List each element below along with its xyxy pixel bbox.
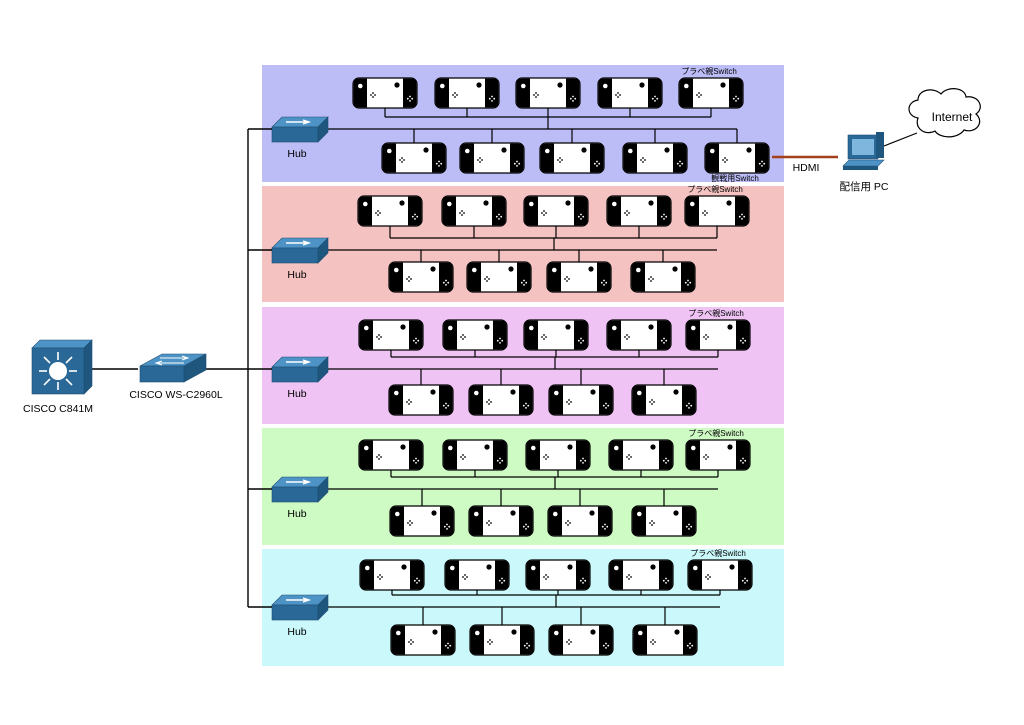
parent-switch-label: プラベ親Switch (688, 428, 744, 438)
hub-icon[interactable] (271, 594, 329, 621)
switch-console[interactable] (606, 319, 672, 351)
switch-console[interactable] (597, 77, 663, 109)
hdmi-label: HDMI (793, 162, 820, 174)
switch-console[interactable] (442, 319, 508, 351)
cloud-label: Internet (932, 110, 973, 124)
internet-cloud: Internet (883, 88, 981, 147)
core-switch-label: CISCO WS-C2960L (129, 389, 223, 401)
switch-console[interactable] (546, 261, 612, 293)
streaming-pc[interactable]: 配信用 PC (839, 132, 889, 193)
switch-console[interactable] (523, 195, 589, 227)
switch-console[interactable] (678, 77, 744, 109)
switch-console[interactable] (684, 195, 750, 227)
switch-console[interactable] (704, 142, 770, 174)
cloud-icon (908, 88, 981, 138)
hub-label: Hub (287, 269, 306, 281)
section-4-wiring (328, 470, 719, 506)
switch-console[interactable] (622, 142, 688, 174)
hub-label: Hub (287, 508, 306, 520)
switch-console[interactable] (631, 505, 697, 537)
switch-console[interactable] (358, 439, 424, 471)
sections-layer: Hubプラベ親Switch観戦用SwitchHubプラベ親SwitchHubプラ… (262, 65, 784, 666)
switch-console[interactable] (468, 384, 534, 416)
core-switch[interactable]: CISCO WS-C2960L (129, 353, 223, 401)
switch-console[interactable] (388, 261, 454, 293)
hub-icon[interactable] (271, 237, 329, 264)
switch-console[interactable] (548, 384, 614, 416)
switch-console[interactable] (608, 559, 674, 591)
parent-switch-label: プラベ親Switch (690, 548, 746, 558)
switch-console[interactable] (515, 77, 581, 109)
hub-icon[interactable] (271, 116, 329, 143)
switch-console[interactable] (525, 439, 591, 471)
section-1-wiring (328, 108, 738, 143)
switch-console[interactable] (685, 439, 751, 471)
switch-console[interactable] (685, 319, 751, 351)
hub-label: Hub (287, 388, 306, 400)
parent-switch-label: プラベ親Switch (688, 308, 744, 318)
switch-console[interactable] (632, 624, 698, 656)
switch-console[interactable] (606, 195, 672, 227)
hub-label: Hub (287, 626, 306, 638)
backbone-lines (92, 128, 272, 608)
section-3: Hub プラベ親Switch (262, 307, 784, 424)
section-2: Hub プラベ親Switch (262, 184, 784, 302)
core-switch-icon (139, 353, 207, 383)
switch-console[interactable] (357, 195, 423, 227)
section-3-wiring (328, 350, 719, 385)
pc-label: 配信用 PC (839, 181, 888, 193)
switch-console[interactable] (466, 261, 532, 293)
hdmi-connection: HDMI (772, 155, 838, 174)
switch-console[interactable] (523, 319, 589, 351)
switch-console[interactable] (434, 77, 500, 109)
switch-console[interactable] (547, 505, 613, 537)
parent-switch-label: プラベ親Switch (681, 66, 737, 76)
switch-console[interactable] (442, 439, 508, 471)
viewer-switch-label: 観戦用Switch (711, 173, 759, 183)
switch-console[interactable] (390, 624, 456, 656)
switch-console[interactable] (548, 624, 614, 656)
switch-console[interactable] (539, 142, 605, 174)
hub-icon[interactable] (271, 476, 329, 503)
section-4: Hub プラベ親Switch (262, 428, 784, 545)
switch-console[interactable] (687, 559, 753, 591)
switch-console[interactable] (630, 261, 696, 293)
switch-console[interactable] (389, 505, 455, 537)
switch-console[interactable] (459, 142, 525, 174)
section-1: Hub プラベ親Switch 観戦用Switch (262, 65, 784, 183)
switch-console[interactable] (525, 559, 591, 591)
router-label: CISCO C841M (23, 403, 93, 415)
switch-console[interactable] (444, 559, 510, 591)
switch-console[interactable] (468, 505, 534, 537)
switch-console[interactable] (381, 142, 447, 174)
switch-console[interactable] (631, 384, 697, 416)
pc-icon (842, 132, 885, 170)
switch-console[interactable] (608, 439, 674, 471)
hub-label: Hub (287, 148, 306, 160)
section-5: Hub プラベ親Switch (262, 548, 784, 666)
router-icon (31, 339, 93, 395)
switch-console[interactable] (359, 559, 425, 591)
switch-console[interactable] (469, 624, 535, 656)
section-2-wiring (328, 226, 718, 262)
parent-switch-label: プラベ親Switch (687, 184, 743, 194)
router[interactable]: CISCO C841M (23, 339, 93, 415)
section-5-wiring (328, 590, 721, 625)
switch-console[interactable] (358, 319, 424, 351)
switch-console[interactable] (352, 77, 418, 109)
switch-console[interactable] (441, 195, 507, 227)
hub-icon[interactable] (271, 356, 329, 383)
switch-console[interactable] (388, 384, 454, 416)
